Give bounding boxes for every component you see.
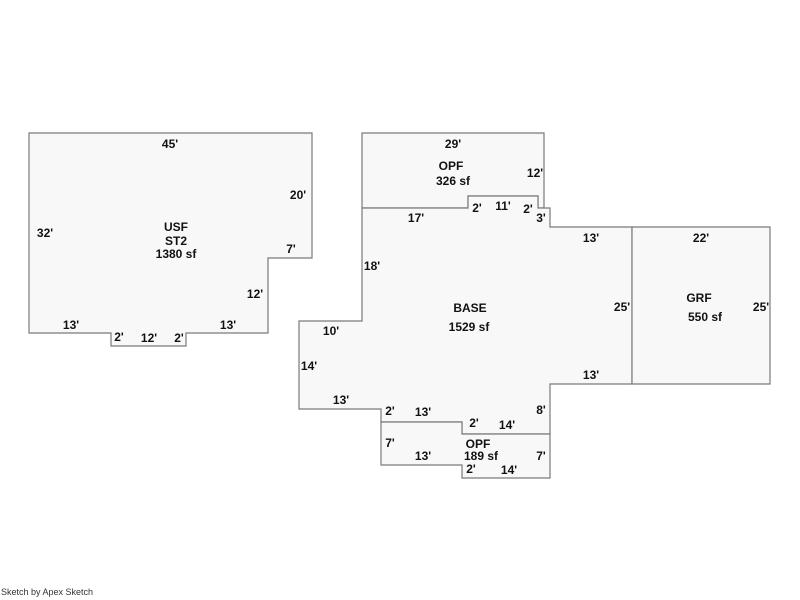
area-name: OPF xyxy=(439,159,464,173)
dim-label: 7' xyxy=(286,242,296,256)
area-subname: ST2 xyxy=(165,234,187,248)
area-outlines xyxy=(28,132,771,479)
area-base-labels: 3' 13' 25' 13' 8' 14' 2' 13' 2' 13' 14' … xyxy=(301,211,630,432)
area-size: 550 sf xyxy=(688,310,723,324)
dim-label: 2' xyxy=(174,331,184,345)
dim-label: 14' xyxy=(301,359,317,373)
dim-label: 14' xyxy=(499,418,515,432)
area-opf-bottom-labels: 7' 13' 2' 14' 7' OPF 189 sf xyxy=(385,436,546,477)
dim-label: 10' xyxy=(323,324,339,338)
dim-label: 12' xyxy=(141,331,157,345)
dim-label: 17' xyxy=(408,211,424,225)
dim-label: 13' xyxy=(583,368,599,382)
grf-outline[interactable] xyxy=(631,226,771,385)
dim-label: 29' xyxy=(445,137,461,151)
dim-label: 3' xyxy=(536,211,546,225)
dim-label: 25' xyxy=(753,300,769,314)
area-usf-labels: 45' 20' 7' 12' 13' 2' 12' 2' 13' 32' USF… xyxy=(37,137,306,345)
dim-label: 12' xyxy=(527,166,543,180)
dim-label: 8' xyxy=(536,403,546,417)
area-size: 1380 sf xyxy=(156,247,198,261)
area-name: USF xyxy=(164,220,188,234)
dim-label: 2' xyxy=(469,416,479,430)
area-size: 1529 sf xyxy=(449,320,491,334)
dim-label: 12' xyxy=(247,287,263,301)
dim-label: 25' xyxy=(614,300,630,314)
dim-label: 2' xyxy=(523,202,533,216)
dim-label: 2' xyxy=(466,462,476,476)
dim-label: 20' xyxy=(290,188,306,202)
dim-label: 7' xyxy=(385,436,395,450)
dim-label: 14' xyxy=(501,463,517,477)
dim-label: 13' xyxy=(415,449,431,463)
dim-label: 2' xyxy=(472,201,482,215)
area-opf-top-labels: 29' 12' 2' 11' 2' 17' OPF 326 sf xyxy=(408,137,543,225)
dim-label: 13' xyxy=(415,405,431,419)
base-outline[interactable] xyxy=(298,195,633,435)
opf-bottom-outline[interactable] xyxy=(380,421,551,479)
dim-label: 22' xyxy=(693,231,709,245)
dim-label: 18' xyxy=(364,259,380,273)
area-name: OPF xyxy=(466,437,491,451)
dim-label: 11' xyxy=(495,199,511,213)
dim-label: 13' xyxy=(220,318,236,332)
usf-outline[interactable] xyxy=(28,132,313,347)
dim-label: 32' xyxy=(37,226,53,240)
dim-label: 2' xyxy=(114,330,124,344)
footer-credit: Sketch by Apex Sketch xyxy=(1,587,94,597)
dim-label: 45' xyxy=(162,137,178,151)
area-name: BASE xyxy=(453,301,486,315)
dim-label: 7' xyxy=(536,449,546,463)
dim-label: 13' xyxy=(583,231,599,245)
area-name: GRF xyxy=(686,291,711,305)
dim-label: 2' xyxy=(385,404,395,418)
area-size: 326 sf xyxy=(436,174,471,188)
dim-label: 13' xyxy=(333,393,349,407)
dim-label: 13' xyxy=(63,318,79,332)
area-grf-labels: 22' 25' GRF 550 sf xyxy=(686,231,769,324)
area-size: 189 sf xyxy=(464,449,499,463)
